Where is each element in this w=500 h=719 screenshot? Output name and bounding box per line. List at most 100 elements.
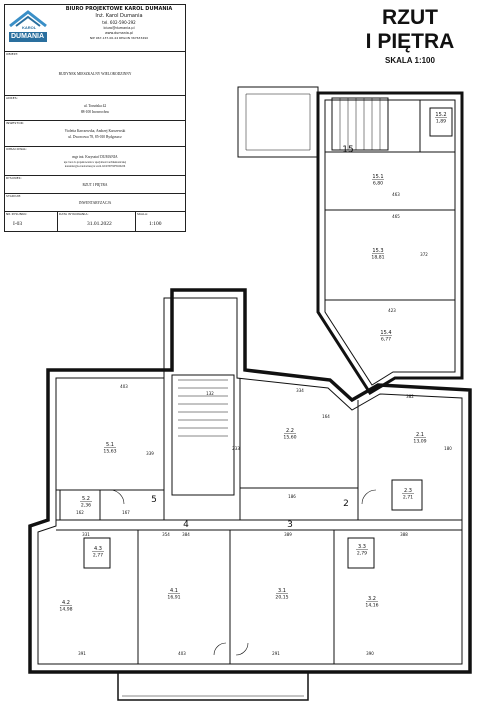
zone-number: 3 [287, 520, 293, 530]
room-area: 6,77 [381, 337, 391, 343]
room-area: 16,91 [167, 595, 180, 601]
meta-divider [135, 212, 136, 231]
dimension: 162 [76, 510, 84, 515]
zone-number: 2 [343, 499, 349, 509]
stage-label: STADIUM: [6, 194, 22, 198]
room-area: 15,63 [103, 449, 116, 455]
room-area: 18,81 [371, 255, 384, 261]
investor-label: INWESTOR: [6, 121, 24, 125]
drawing-label: RYSUNEK: [6, 176, 22, 180]
object-row: OBIEKT: BUDYNEK MIESZKALNY WIELORODZINNY [5, 51, 185, 76]
dimension: 354 [162, 532, 170, 537]
room-number: 15.3 [372, 248, 383, 254]
room-number: 5.2 [82, 496, 90, 502]
balcony-hatch [245, 93, 311, 151]
dimension: 331 [82, 532, 90, 537]
office-person: Inż. Karol Dumania [95, 13, 143, 19]
author-line3: konstrukcyjno-budowlanej nr ewid. KUP/00… [64, 165, 126, 168]
object-label: OBIEKT: [6, 52, 19, 56]
scale-label: SKALA: [137, 212, 149, 216]
dimension: 233 [232, 446, 240, 451]
address-label: ADRES: [6, 96, 18, 100]
dimension: 167 [122, 510, 130, 515]
logo-small-text: KAROL [22, 25, 37, 30]
office-name: BIURO PROJEKTOWE KAROL DUMANIA [65, 6, 173, 12]
room-number: 15.1 [372, 174, 383, 180]
room-area: 15,60 [283, 435, 296, 441]
central-staircase [171, 374, 235, 496]
rear-wing-inner-wall [324, 99, 456, 386]
room-area: 14,16 [365, 603, 378, 609]
date-value: 31.01.2022 [87, 221, 112, 227]
plan-heading-line2: I PIĘTRA [365, 30, 455, 53]
room-number: 2.1 [416, 432, 424, 438]
rear-wing-outer-wall [316, 91, 464, 396]
room-number: 4.1 [170, 588, 178, 594]
closet-2-3 [391, 479, 423, 511]
dimension: 389 [284, 532, 292, 537]
rear-staircase-steps [339, 98, 381, 150]
investor-line2: ul. Dworcowa 78, 85-010 Bydgoszcz [68, 135, 122, 139]
room-number: 2.3 [404, 488, 412, 494]
zone-number: 5 [151, 495, 157, 505]
author-line2: upr. bud. do projektowania w specjalnośc… [63, 161, 127, 164]
room-number: 4.3 [94, 546, 102, 552]
dimension: 164 [322, 414, 330, 419]
main-building-inner-wall [37, 297, 463, 665]
date-label: DATA WYKONANIA: [59, 212, 89, 216]
object-value: BUDYNEK MIESZKALNY WIELORODZINNY [58, 72, 132, 76]
dimension: 403 [120, 384, 128, 389]
staircase-steps [178, 379, 228, 437]
meta-row: NR RYSUNKU: DATA WYKONANIA: SKALA: I-03 … [5, 211, 185, 231]
room-number: 15.2 [435, 112, 446, 118]
dimension: 403 [178, 651, 186, 656]
office-logo: KAROL DUMANIA [6, 6, 50, 44]
room-number: 3.3 [358, 544, 366, 550]
dimension: 463 [392, 192, 400, 197]
office-email: biuro@dumania.pl [103, 26, 135, 30]
plan-heading: RZUT I PIĘTRA [330, 6, 490, 54]
office-web: www.dumania.pl [104, 31, 134, 35]
scale-value: 1:100 [149, 221, 162, 227]
closet-3-3 [347, 537, 375, 569]
room-number: 3.1 [278, 588, 286, 594]
number-value: I-03 [13, 221, 23, 227]
small-room-15-2 [429, 107, 453, 137]
dimension: 186 [288, 494, 296, 499]
zone-number: 4 [183, 520, 189, 530]
room-area: 14,98 [59, 607, 72, 613]
dimension: 391 [78, 651, 86, 656]
author-label: OPRACOWAŁ: [6, 147, 28, 151]
plan-scale: SKALA 1:100 [385, 56, 435, 65]
drawing-value: RZUT I PIĘTRA [82, 183, 108, 187]
dimension: 372 [420, 252, 428, 257]
dimension: 388 [400, 532, 408, 537]
room-area: 2,77 [93, 553, 103, 559]
office-nip: NIP 967-137-06-44 REGON 367633490 [89, 36, 149, 40]
dimension: 334 [296, 388, 304, 393]
room-area: 20,15 [275, 595, 288, 601]
investor-row: INWESTOR: Violetta Karczewska, Andrzej K… [5, 120, 185, 139]
main-building-outer-wall [28, 288, 472, 674]
dimension: 180 [444, 446, 452, 451]
closet-5-2 [59, 489, 101, 521]
drawing-row: RYSUNEK: RZUT I PIĘTRA [5, 175, 185, 187]
room-number: 15.4 [380, 330, 391, 336]
investor-line1: Violetta Karczewska, Andrzej Karczewski [64, 129, 126, 133]
dimension: 465 [392, 214, 400, 219]
address-line2: 88-100 Inowrocław [80, 110, 110, 114]
office-phone: tel. 602-590-292 [102, 20, 136, 25]
room-number: 5.1 [106, 442, 114, 448]
room-number: 4.2 [62, 600, 70, 606]
room-area: 2,79 [357, 551, 367, 557]
address-line1: ul. Toruńska 42 [83, 104, 107, 108]
dimension: 384 [182, 532, 190, 537]
meta-divider [57, 212, 58, 231]
door-swing [235, 642, 249, 656]
author-line1: mgr inż. Krzysztof DUMANIA [72, 155, 118, 159]
plan-heading-line1: RZUT [382, 6, 438, 29]
door-swing [109, 489, 125, 505]
author-row: OPRACOWAŁ: mgr inż. Krzysztof DUMANIA up… [5, 146, 185, 168]
stage-value: INWENTARYZACJA [78, 201, 112, 205]
